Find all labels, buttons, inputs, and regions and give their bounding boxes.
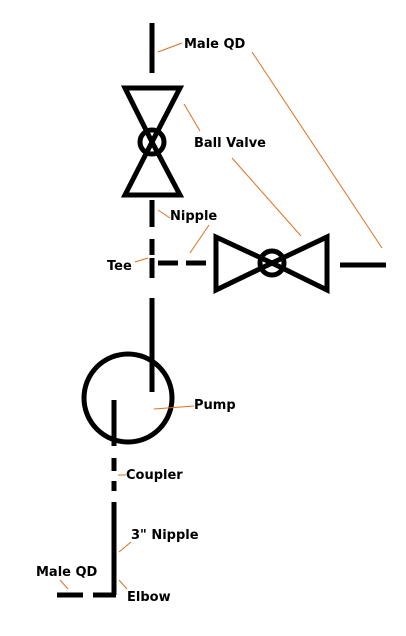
leader-tee — [134, 257, 149, 263]
leader-elbow — [118, 579, 128, 590]
ball-valve-vertical — [120, 85, 185, 198]
leader-male-qd-right — [251, 51, 383, 249]
hvalve-right-triangle — [266, 233, 330, 295]
ball-valve-bottom-triangle — [120, 136, 185, 198]
hvalve-ball — [257, 248, 287, 278]
label-pump: Pump — [194, 398, 236, 413]
leader-lines — [59, 42, 383, 590]
leader-three-inch-nipple — [118, 541, 132, 553]
label-tee: Tee — [107, 259, 132, 274]
leader-ball-valve-vertical — [183, 103, 201, 132]
ball-valve-ball — [137, 127, 167, 157]
label-male-qd-bottom: Male QD — [36, 565, 98, 580]
label-three-inch-nipple: 3" Nipple — [131, 528, 199, 543]
label-nipple: Nipple — [170, 209, 218, 224]
leader-male-qd-bottom — [59, 579, 69, 590]
label-ball-valve: Ball Valve — [194, 136, 266, 151]
label-elbow: Elbow — [127, 590, 171, 605]
label-male-qd-top: Male QD — [184, 37, 246, 52]
pipe-assembly — [57, 23, 386, 598]
leader-pump — [153, 405, 195, 410]
ball-valve-top-triangle — [120, 85, 185, 148]
leader-nipple-main — [157, 209, 171, 219]
leader-nipple-branch — [189, 224, 210, 254]
label-coupler: Coupler — [126, 468, 183, 483]
ball-valve-horizontal — [213, 233, 330, 295]
hvalve-left-triangle — [213, 233, 278, 294]
leader-ball-valve-horizontal — [231, 157, 302, 237]
leader-male-qd-top — [157, 42, 183, 53]
pump-body — [81, 351, 175, 445]
